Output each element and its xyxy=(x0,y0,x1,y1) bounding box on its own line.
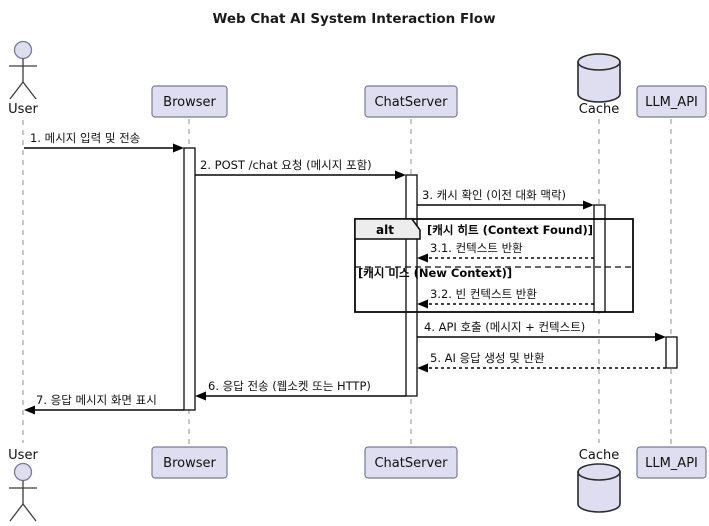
database-cylinder-icon-bottom xyxy=(577,471,621,513)
message-3[interactable]: 3. 캐시 확인 (이전 대화 맥락) xyxy=(417,188,594,210)
participant-box-browser-top[interactable] xyxy=(151,85,228,118)
fragment-outline xyxy=(354,218,634,313)
participant-llm-api-top[interactable]: LLM_API xyxy=(636,85,707,118)
actor-leg-left-icon-bottom xyxy=(9,503,24,522)
participant-box-llm-api-bottom[interactable] xyxy=(636,446,707,479)
actor-head-icon xyxy=(13,40,33,60)
fragment-alt-cache: alt [캐시 히트 (Context Found)] [캐시 미스 (New … xyxy=(354,218,634,313)
participant-chatserver-top[interactable]: ChatServer xyxy=(364,85,458,118)
message-2-arrowhead xyxy=(395,170,406,180)
page-title: Web Chat AI System Interaction Flow xyxy=(212,11,495,27)
activation-cache xyxy=(593,204,606,313)
participant-label-cache-top: Cache xyxy=(579,102,619,117)
participant-cache-bottom[interactable]: Cache xyxy=(577,448,621,513)
message-1-label: 1. 메시지 입력 및 전송 xyxy=(30,131,140,145)
participant-user-bottom[interactable]: User xyxy=(8,448,38,522)
message-3-label: 3. 캐시 확인 (이전 대화 맥락) xyxy=(422,188,566,202)
message-5-label: 5. AI 응답 생성 및 반환 xyxy=(430,351,545,365)
database-cylinder-icon-top xyxy=(577,61,621,103)
message-4-arrowhead xyxy=(655,332,666,342)
message-5-arrowhead xyxy=(417,363,428,373)
participant-label-chatserver-top: ChatServer xyxy=(374,95,448,110)
message-3-1-label: 3.1. 컨텍스트 반환 xyxy=(430,241,523,255)
message-7-arrowhead xyxy=(24,405,35,415)
participant-user-top[interactable]: User xyxy=(8,40,38,118)
activation-chatserver xyxy=(405,174,418,397)
message-5[interactable]: 5. AI 응답 생성 및 반환 xyxy=(417,351,666,373)
message-1-arrowhead xyxy=(173,143,184,153)
actor-leg-right-icon-bottom xyxy=(22,503,37,522)
message-6[interactable]: 6. 응답 전송 (웹소켓 또는 HTTP) xyxy=(195,379,406,401)
message-3-2-arrowhead xyxy=(417,299,428,309)
participant-cache-top[interactable]: Cache xyxy=(577,53,621,117)
activation-llm-api xyxy=(665,336,678,369)
actor-head-icon-bottom xyxy=(13,462,33,482)
message-3-1-arrowhead xyxy=(417,253,428,263)
fragment-operator-label: alt xyxy=(376,223,394,237)
fragment-operator-tab xyxy=(354,218,421,240)
activation-browser xyxy=(183,147,196,411)
message-2[interactable]: 2. POST /chat 요청 (메시지 포함) xyxy=(195,158,406,180)
message-4-label: 4. API 호출 (메시지 + 컨텍스트) xyxy=(424,320,585,334)
participant-label-browser-top: Browser xyxy=(163,95,216,110)
message-2-label: 2. POST /chat 요청 (메시지 포함) xyxy=(200,158,372,172)
message-3-1[interactable]: 3.1. 컨텍스트 반환 xyxy=(417,241,594,263)
database-top-ellipse-icon-bottom xyxy=(577,463,621,481)
fragment-guard-1: [캐시 히트 (Context Found)] xyxy=(427,223,593,237)
message-3-arrowhead xyxy=(583,200,594,210)
participant-label-user-top: User xyxy=(8,102,38,117)
participant-box-llm-api-top[interactable] xyxy=(636,85,707,118)
message-3-2-label: 3.2. 빈 컨텍스트 반환 xyxy=(430,287,537,301)
participant-label-user-bottom: User xyxy=(8,448,38,463)
participant-box-browser-bottom[interactable] xyxy=(151,446,228,479)
participant-browser-top[interactable]: Browser xyxy=(151,85,228,118)
participant-label-llm-api-top: LLM_API xyxy=(645,95,698,110)
actor-leg-right-icon xyxy=(22,81,37,100)
message-7-label: 7. 응답 메시지 화면 표시 xyxy=(36,393,157,407)
message-6-label: 6. 응답 전송 (웹소켓 또는 HTTP) xyxy=(208,379,371,393)
participant-box-chatserver-bottom[interactable] xyxy=(364,446,458,479)
message-7[interactable]: 7. 응답 메시지 화면 표시 xyxy=(24,393,184,415)
participant-chatserver-bottom[interactable]: ChatServer xyxy=(364,446,458,479)
participant-label-chatserver-bottom: ChatServer xyxy=(374,456,448,471)
actor-leg-left-icon xyxy=(9,81,24,100)
participant-label-cache-bottom: Cache xyxy=(579,448,619,463)
database-top-ellipse-icon xyxy=(577,53,621,71)
fragment-guard-2: [캐시 미스 (New Context)] xyxy=(358,266,512,280)
participant-llm-api-bottom[interactable]: LLM_API xyxy=(636,446,707,479)
message-6-arrowhead xyxy=(195,391,206,401)
participant-label-llm-api-bottom: LLM_API xyxy=(645,456,698,471)
message-4[interactable]: 4. API 호출 (메시지 + 컨텍스트) xyxy=(417,320,666,342)
participant-label-browser-bottom: Browser xyxy=(163,456,216,471)
participant-box-chatserver-top[interactable] xyxy=(364,85,458,118)
message-3-2[interactable]: 3.2. 빈 컨텍스트 반환 xyxy=(417,287,594,309)
participant-browser-bottom[interactable]: Browser xyxy=(151,446,228,479)
message-1[interactable]: 1. 메시지 입력 및 전송 xyxy=(24,131,184,153)
